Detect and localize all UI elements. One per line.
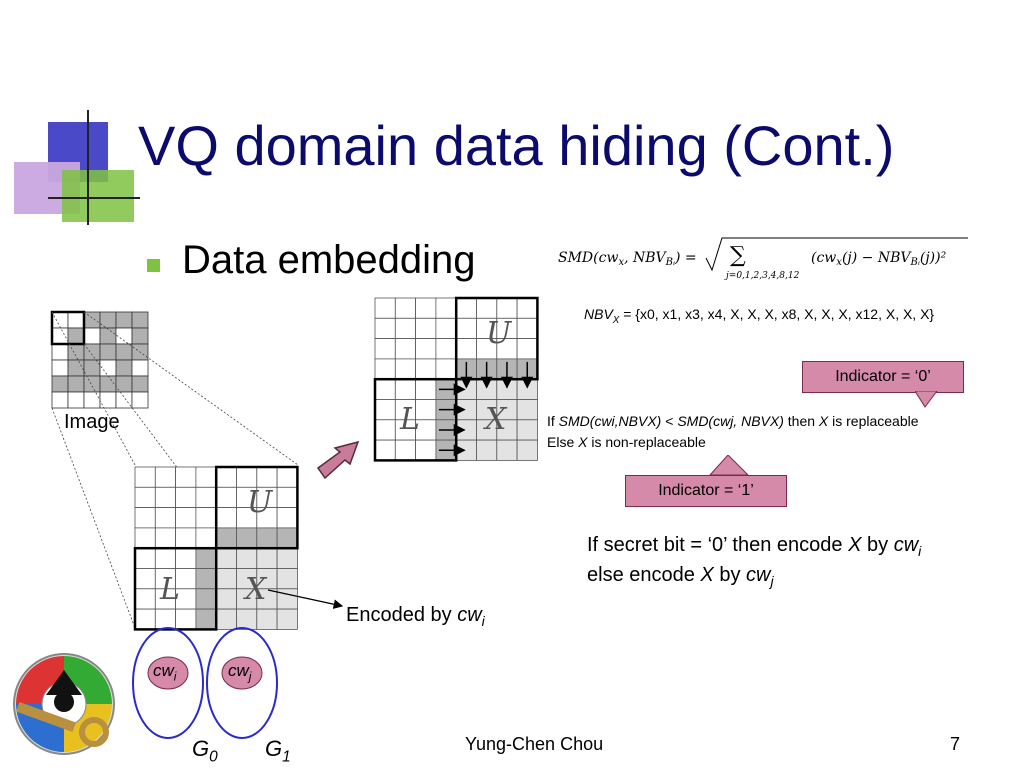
smd-formula: SMD(cwx, NBVBᵢ) = ∑ j=0,1,2,3,4,8,12 (cw…	[558, 237, 968, 281]
g0-label: G0	[192, 736, 218, 766]
lower-label-X: X	[245, 572, 267, 607]
transition-arrow-icon	[316, 440, 360, 480]
svg-text:(cwx(j) − NBVBᵢ(j))²: (cwx(j) − NBVBᵢ(j))²	[811, 250, 947, 268]
small-image-grid	[50, 310, 149, 409]
image-label: Image	[64, 411, 120, 433]
upper-block	[373, 296, 539, 462]
title-decoration	[14, 110, 140, 225]
svg-text:∑: ∑	[730, 243, 746, 268]
page-number: 7	[950, 734, 961, 754]
indicator-0-callout: Indicator = ‘0’	[802, 361, 964, 393]
lower-label-L: L	[160, 572, 180, 607]
upper-label-L: L	[400, 402, 420, 437]
encoded-by-label: Encoded by cwi	[346, 604, 485, 629]
svg-text:j=0,1,2,3,4,8,12: j=0,1,2,3,4,8,12	[724, 271, 800, 281]
cwj-label: cwj	[228, 661, 252, 684]
g1-label: G1	[265, 736, 291, 766]
group-ellipses	[132, 627, 278, 739]
indicator-1-callout: Indicator = ‘1’	[625, 475, 787, 507]
slide-title: VQ domain data hiding (Cont.)	[138, 114, 895, 177]
cwi-label: cwi	[153, 661, 177, 684]
bullet-square-icon	[147, 259, 160, 272]
svg-text:SMD(cwx, NBVBᵢ) =: SMD(cwx, NBVBᵢ) =	[558, 250, 697, 268]
nbv-definition: NBVX = {x0, x1, x3, x4, X, X, X, x8, X, …	[584, 306, 935, 326]
condition-line-2: Else X is non-replaceable	[547, 434, 706, 450]
callout-pointer-1	[708, 455, 750, 476]
upper-label-U: U	[486, 316, 512, 351]
lab-logo-icon	[13, 653, 115, 755]
callout-pointer-0	[915, 391, 938, 408]
secret-bit-line-2: else encode X by cwj	[587, 564, 774, 589]
secret-bit-line-1: If secret bit = ‘0’ then encode X by cwi	[587, 534, 922, 559]
condition-line-1: If SMD(cwi,NBVX) < SMD(cwj, NBVX) then X…	[547, 413, 919, 429]
upper-label-X: X	[485, 402, 507, 437]
vq-diagram	[50, 296, 539, 631]
bullet-text: Data embedding	[182, 238, 476, 282]
lower-label-U: U	[247, 485, 273, 520]
author: Yung-Chen Chou	[465, 734, 604, 754]
encoded-arrow	[267, 589, 344, 609]
